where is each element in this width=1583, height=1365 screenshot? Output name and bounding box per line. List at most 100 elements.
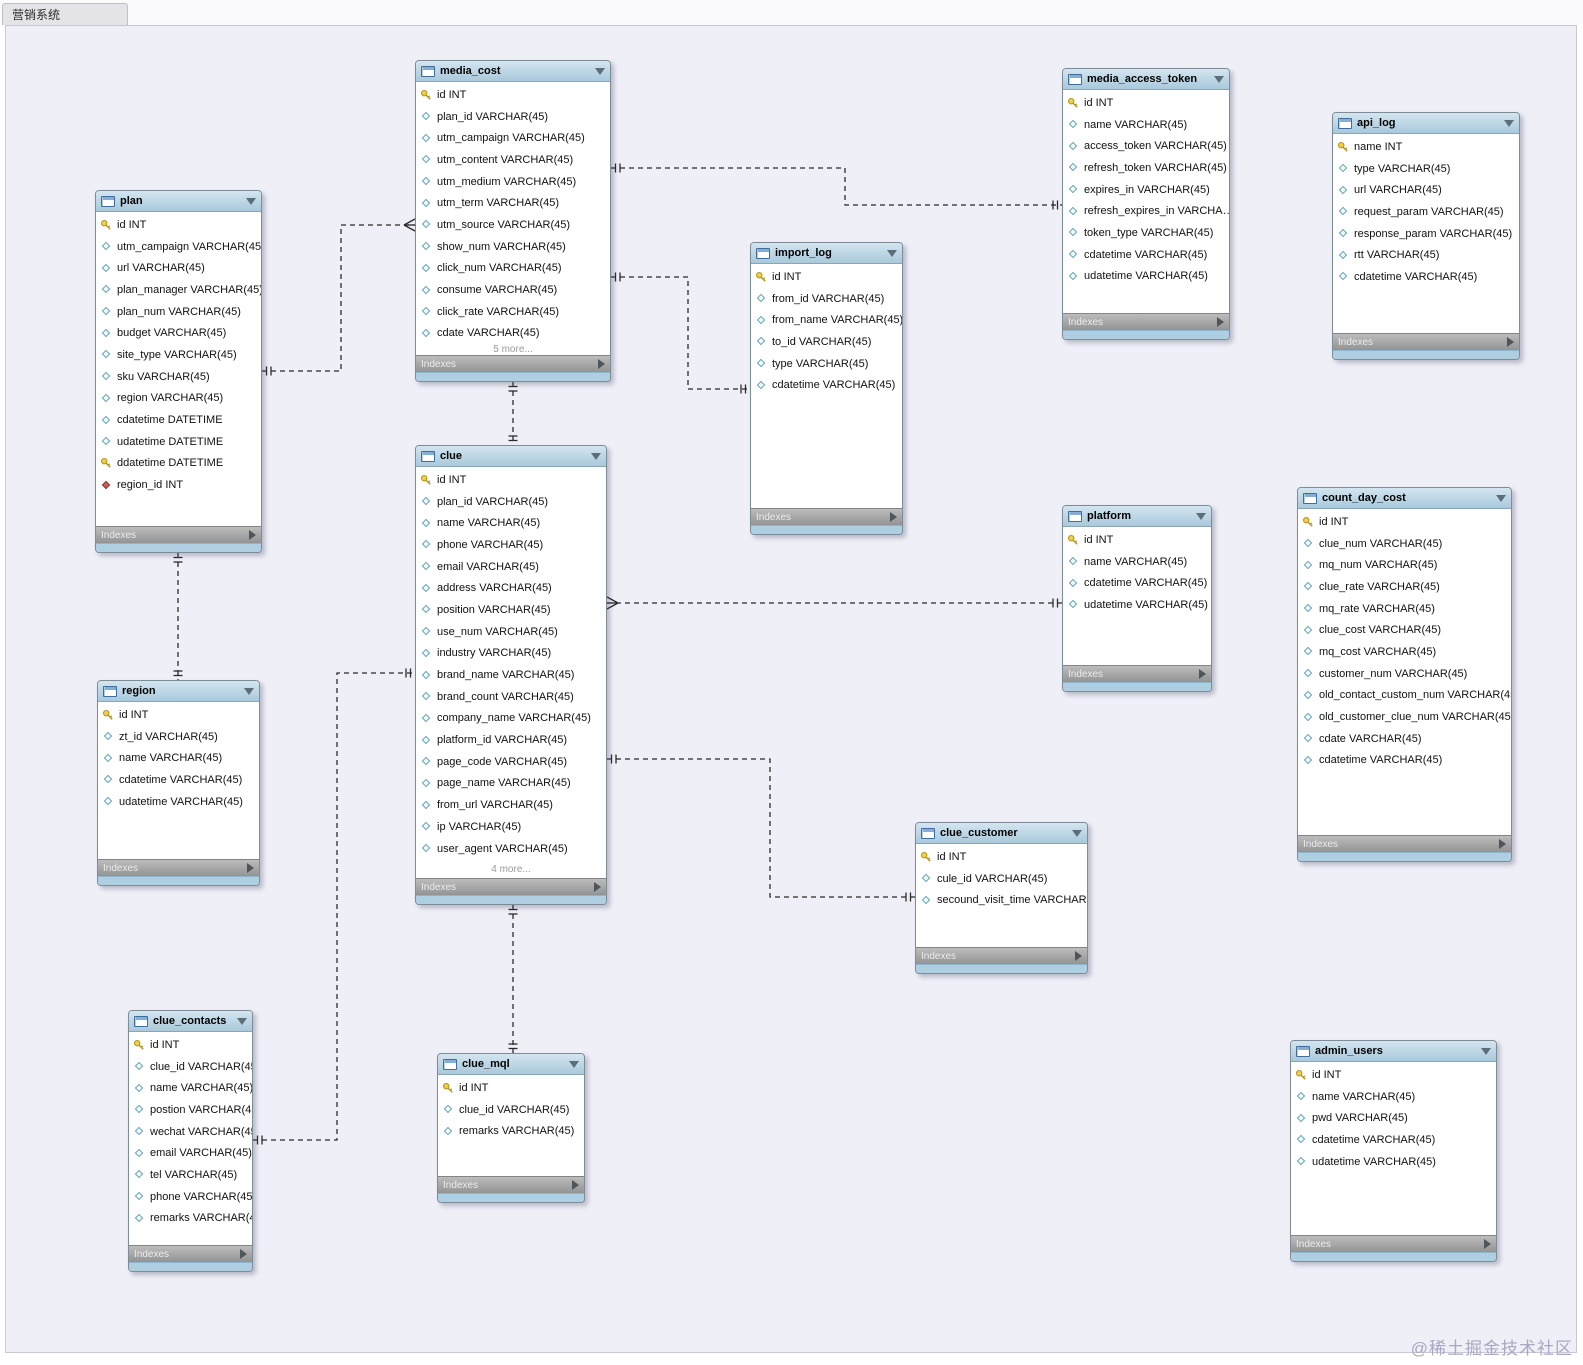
column-row[interactable]: clue_num VARCHAR(45) — [1298, 533, 1511, 555]
column-row[interactable]: id INT — [1063, 92, 1229, 114]
column-row[interactable]: zt_id VARCHAR(45) — [98, 726, 259, 748]
column-row[interactable]: cdatetime VARCHAR(45) — [98, 769, 259, 791]
indexes-bar[interactable]: Indexes — [1333, 333, 1519, 350]
column-row[interactable]: old_contact_custom_num VARCHAR(45) — [1298, 685, 1511, 707]
expand-arrow-icon[interactable] — [890, 512, 897, 522]
table-header[interactable]: count_day_cost — [1298, 488, 1511, 509]
column-row[interactable]: ddatetime DATETIME — [96, 453, 261, 475]
column-row[interactable]: udatetime VARCHAR(45) — [1063, 266, 1229, 288]
column-row[interactable]: ip VARCHAR(45) — [416, 816, 606, 838]
expand-arrow-icon[interactable] — [240, 1249, 247, 1259]
column-row[interactable]: name INT — [1333, 136, 1519, 158]
column-row[interactable]: sku VARCHAR(45) — [96, 366, 261, 388]
column-row[interactable]: consume VARCHAR(45) — [416, 279, 610, 301]
column-row[interactable]: email VARCHAR(45) — [416, 556, 606, 578]
indexes-bar[interactable]: Indexes — [751, 508, 902, 525]
table-header[interactable]: clue — [416, 446, 606, 467]
collapse-arrow-icon[interactable] — [1496, 494, 1506, 502]
column-row[interactable]: remarks VARCHAR(45) — [438, 1120, 584, 1142]
column-row[interactable]: expires_in VARCHAR(45) — [1063, 179, 1229, 201]
column-row[interactable]: id INT — [416, 469, 606, 491]
column-row[interactable]: region VARCHAR(45) — [96, 388, 261, 410]
column-row[interactable]: refresh_token VARCHAR(45) — [1063, 157, 1229, 179]
column-row[interactable]: phone VARCHAR(45) — [416, 534, 606, 556]
column-row[interactable]: cdatetime VARCHAR(45) — [1063, 244, 1229, 266]
indexes-bar[interactable]: Indexes — [438, 1176, 584, 1193]
column-row[interactable]: udatetime DATETIME — [96, 431, 261, 453]
column-row[interactable]: from_name VARCHAR(45) — [751, 309, 902, 331]
column-row[interactable]: show_num VARCHAR(45) — [416, 236, 610, 258]
column-row[interactable]: address VARCHAR(45) — [416, 577, 606, 599]
column-row[interactable]: click_rate VARCHAR(45) — [416, 301, 610, 323]
expand-arrow-icon[interactable] — [598, 359, 605, 369]
column-row[interactable]: cdatetime DATETIME — [96, 409, 261, 431]
column-row[interactable]: udatetime VARCHAR(45) — [1063, 594, 1211, 616]
table-header[interactable]: region — [98, 681, 259, 702]
column-row[interactable]: response_param VARCHAR(45) — [1333, 223, 1519, 245]
collapse-arrow-icon[interactable] — [1196, 512, 1206, 520]
expand-arrow-icon[interactable] — [1484, 1239, 1491, 1249]
column-row[interactable]: id INT — [98, 704, 259, 726]
indexes-bar[interactable]: Indexes — [1291, 1235, 1496, 1252]
expand-arrow-icon[interactable] — [247, 863, 254, 873]
column-row[interactable]: rtt VARCHAR(45) — [1333, 244, 1519, 266]
table-header[interactable]: import_log — [751, 243, 902, 264]
column-row[interactable]: remarks VARCHAR(45) — [129, 1208, 252, 1230]
column-row[interactable]: user_agent VARCHAR(45) — [416, 838, 606, 860]
column-row[interactable]: udatetime VARCHAR(45) — [98, 791, 259, 813]
column-row[interactable]: to_id VARCHAR(45) — [751, 331, 902, 353]
column-row[interactable]: region_id INT — [96, 474, 261, 496]
table-header[interactable]: media_cost — [416, 61, 610, 82]
column-row[interactable]: id INT — [751, 266, 902, 288]
column-row[interactable]: utm_campaign VARCHAR(45) — [416, 127, 610, 149]
column-row[interactable]: budget VARCHAR(45) — [96, 322, 261, 344]
column-row[interactable]: clue_id VARCHAR(45) — [438, 1099, 584, 1121]
collapse-arrow-icon[interactable] — [591, 452, 601, 460]
column-row[interactable]: utm_term VARCHAR(45) — [416, 192, 610, 214]
table-header[interactable]: clue_mql — [438, 1054, 584, 1075]
column-row[interactable]: id INT — [438, 1077, 584, 1099]
indexes-bar[interactable]: Indexes — [1063, 313, 1229, 330]
collapse-arrow-icon[interactable] — [246, 197, 256, 205]
indexes-bar[interactable]: Indexes — [416, 878, 606, 895]
table-header[interactable]: plan — [96, 191, 261, 212]
column-row[interactable]: wechat VARCHAR(45) — [129, 1121, 252, 1143]
indexes-bar[interactable]: Indexes — [129, 1245, 252, 1262]
indexes-bar[interactable]: Indexes — [1063, 665, 1211, 682]
column-row[interactable]: cdatetime VARCHAR(45) — [1063, 572, 1211, 594]
more-columns-label[interactable]: 5 more... — [493, 344, 533, 355]
diagram-tab[interactable]: 营销系统 — [2, 3, 128, 25]
expand-arrow-icon[interactable] — [1499, 839, 1506, 849]
column-row[interactable]: udatetime VARCHAR(45) — [1291, 1151, 1496, 1173]
table-header[interactable]: platform — [1063, 506, 1211, 527]
column-row[interactable]: tel VARCHAR(45) — [129, 1164, 252, 1186]
column-row[interactable]: cdate VARCHAR(45) — [1298, 728, 1511, 750]
collapse-arrow-icon[interactable] — [1214, 75, 1224, 83]
column-row[interactable]: industry VARCHAR(45) — [416, 643, 606, 665]
collapse-arrow-icon[interactable] — [1504, 119, 1514, 127]
column-row[interactable]: name VARCHAR(45) — [98, 747, 259, 769]
column-row[interactable]: cdate VARCHAR(45) — [416, 323, 610, 345]
column-row[interactable]: plan_id VARCHAR(45) — [416, 491, 606, 513]
indexes-bar[interactable]: Indexes — [416, 355, 610, 372]
indexes-bar[interactable]: Indexes — [1298, 835, 1511, 852]
column-row[interactable]: id INT — [129, 1034, 252, 1056]
table-header[interactable]: clue_contacts — [129, 1011, 252, 1032]
collapse-arrow-icon[interactable] — [887, 249, 897, 257]
indexes-bar[interactable]: Indexes — [98, 859, 259, 876]
column-row[interactable]: plan_num VARCHAR(45) — [96, 301, 261, 323]
collapse-arrow-icon[interactable] — [595, 67, 605, 75]
column-row[interactable]: clue_rate VARCHAR(45) — [1298, 576, 1511, 598]
column-row[interactable]: clue_id VARCHAR(45) — [129, 1056, 252, 1078]
column-row[interactable]: name VARCHAR(45) — [1063, 551, 1211, 573]
